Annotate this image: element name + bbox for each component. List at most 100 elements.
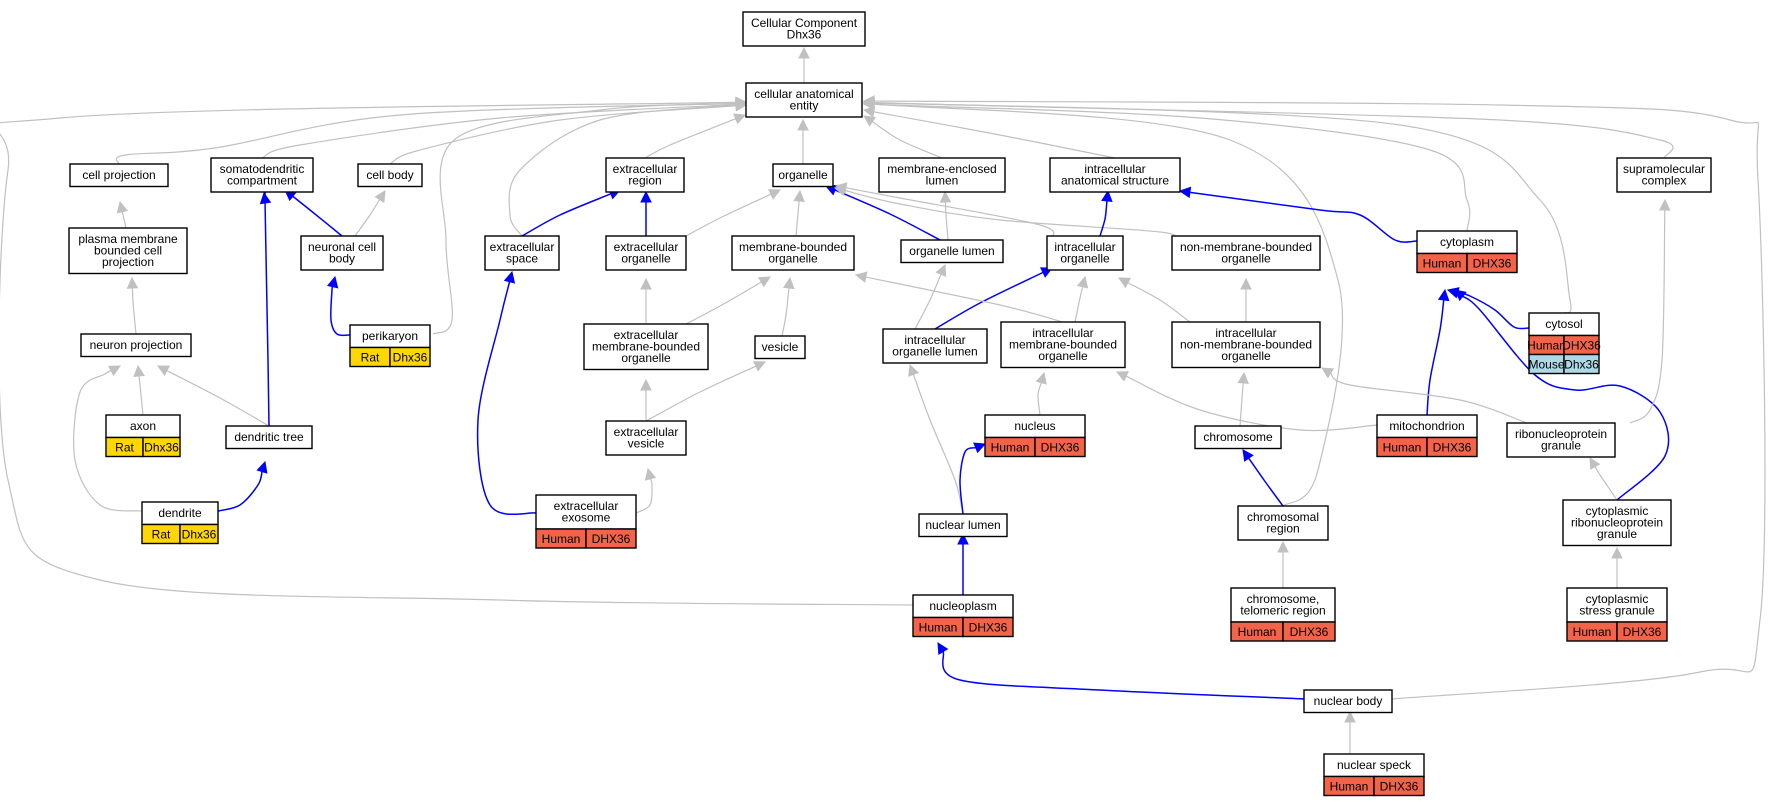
edge-arrowhead (1178, 186, 1192, 199)
node-orglumen[interactable]: organelle lumen (900, 239, 1004, 264)
edge-rnpg-inmbo (1321, 367, 1528, 424)
node-label: space (506, 252, 538, 266)
node-label: extracellular (614, 328, 679, 342)
node-vesicle[interactable]: vesicle (754, 335, 806, 360)
node-label: intracellular (1032, 326, 1093, 340)
species-label: Human (1573, 625, 1612, 639)
node-label: ribonucleoprotein (1571, 516, 1663, 530)
node-neuronproj[interactable]: neuron projection (80, 333, 192, 358)
gene-label: DHX36 (1290, 625, 1329, 639)
node-box (1046, 235, 1124, 271)
edge-line (1426, 299, 1445, 416)
node-label: neuronal cell (308, 240, 376, 254)
edge-arrowhead (1240, 277, 1252, 290)
node-box (772, 163, 834, 188)
edge-arrowhead (1035, 371, 1047, 385)
node-cellbody[interactable]: cell body (357, 163, 423, 188)
node-nucbody[interactable]: nuclear body (1303, 689, 1393, 714)
edge-line (873, 100, 1766, 700)
edge-arrowhead (768, 189, 782, 200)
node-label: axon (130, 419, 156, 433)
edge-line (834, 189, 941, 241)
edge-arrowhead (833, 184, 847, 197)
gene-label: Dhx36 (182, 528, 217, 542)
node-label: cytoplasmic (1586, 592, 1649, 606)
edge-line (1074, 286, 1084, 323)
edge-line (1248, 457, 1284, 507)
node-label: membrane-bounded (1009, 338, 1117, 352)
node-organelle[interactable]: organelle (772, 163, 834, 188)
gene-cell (179, 523, 219, 545)
edge-arrowhead (863, 115, 876, 127)
edge-ncb-cellbody (354, 190, 386, 237)
node-label: organelle (1221, 252, 1271, 266)
edge-arrowhead (1437, 288, 1450, 302)
node-dendtree[interactable]: dendritic tree (225, 425, 313, 450)
edges-layer (0, 46, 1766, 754)
node-label: telomeric region (1240, 604, 1325, 618)
edge-cae-root (798, 46, 810, 83)
edge-nmbo-organelle (833, 184, 1177, 242)
node-label: cytosol (1545, 317, 1582, 331)
edge-arrowhead (157, 365, 170, 376)
species-label: Rat (115, 441, 134, 455)
edge-dendrite-neuronproj (73, 365, 143, 512)
node-cellproj[interactable]: cell projection (69, 163, 169, 188)
edge-embo-extorg (640, 277, 652, 324)
edge-arrowhead (374, 190, 386, 203)
gene-label: DHX36 (592, 532, 631, 546)
node-label: anatomical structure (1061, 174, 1169, 188)
node-label: nuclear speck (1337, 758, 1412, 772)
node-chromosome[interactable]: chromosome (1194, 425, 1282, 450)
edge-arrowhead (640, 277, 652, 290)
node-label: chromosomal (1247, 510, 1319, 524)
node-box (80, 333, 192, 358)
edge-line (844, 189, 1177, 242)
node-box (69, 163, 169, 188)
node-inmbo[interactable]: intracellularnon-membrane-boundedorganel… (1171, 321, 1321, 369)
edge-arrowhead (753, 361, 767, 372)
node-label: dendrite (158, 506, 202, 520)
edge-arrowhead (1076, 275, 1089, 289)
gene-label: Dhx36 (1564, 358, 1599, 372)
edge-chromosome-inmbo (1237, 371, 1249, 427)
node-label: cell projection (82, 168, 155, 182)
edge-imbo-intorg (1074, 275, 1089, 323)
node-nuclumen[interactable]: nuclear lumen (918, 513, 1008, 538)
edge-line (873, 103, 1344, 507)
